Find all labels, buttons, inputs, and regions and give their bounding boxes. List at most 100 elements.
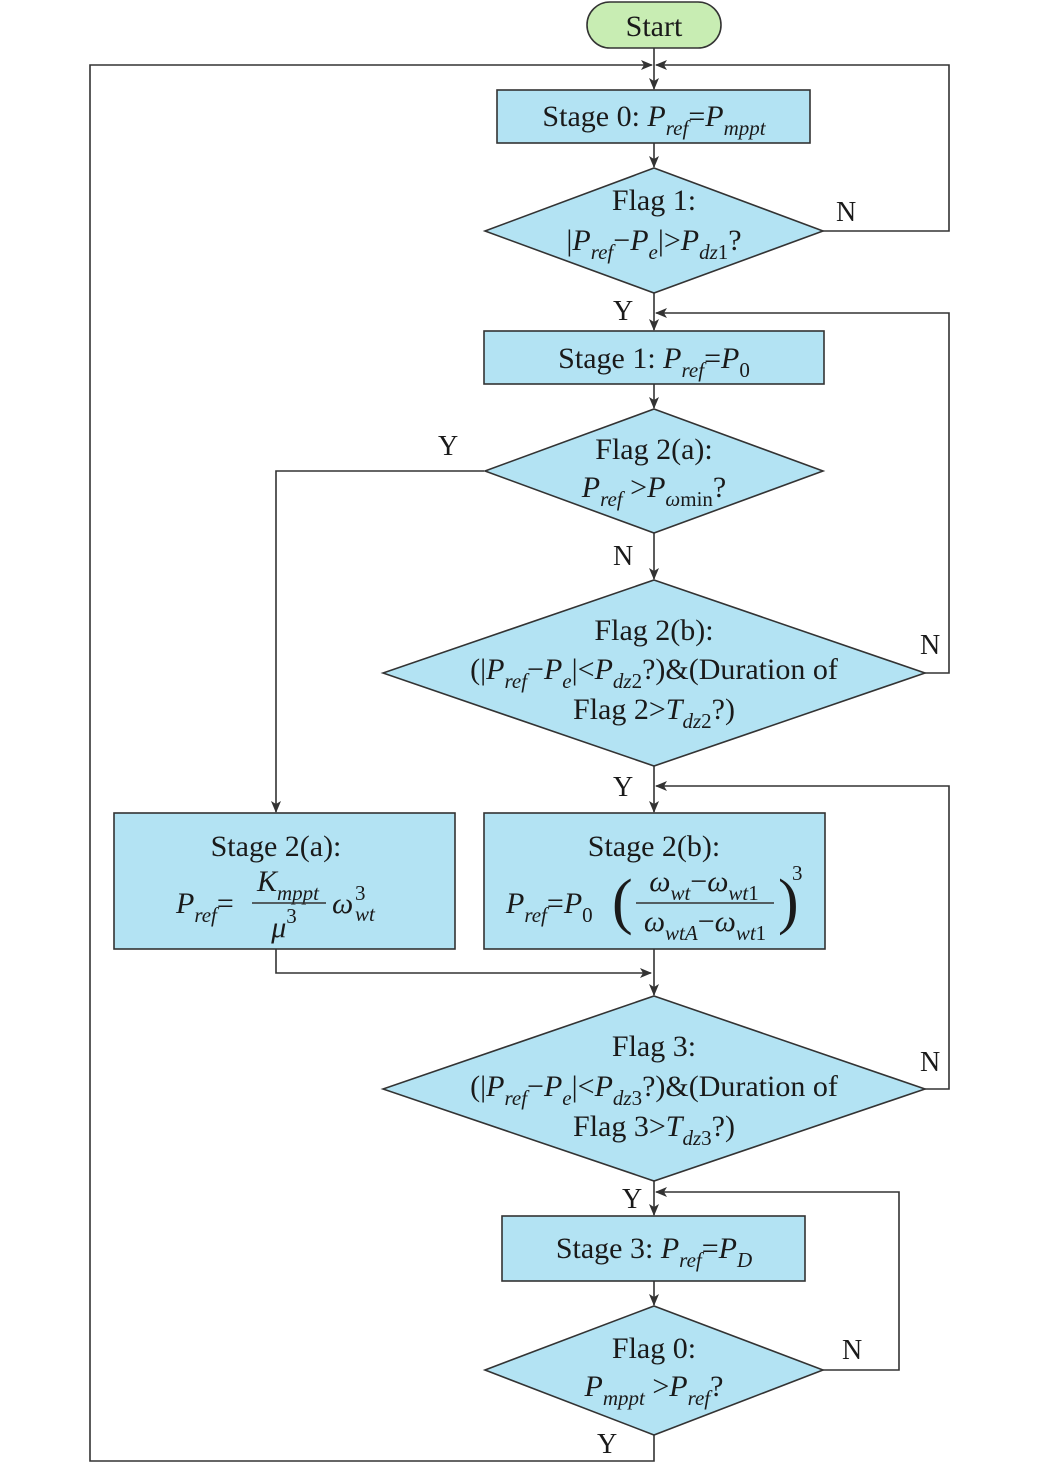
- flag2a-q: ?: [713, 471, 726, 504]
- flag0-condition: Pmppt >Pref?: [584, 1370, 724, 1410]
- stage2b-num-wt-sub: wt: [670, 881, 691, 905]
- stage3-p: P: [660, 1232, 679, 1265]
- flag2b-dz-sub: dz: [613, 669, 632, 693]
- label-flag1-yes: Y: [613, 296, 633, 327]
- flag2b-T: T: [666, 693, 685, 726]
- stage1-zero-sub: 0: [739, 358, 750, 382]
- flag2b-open: (|: [470, 653, 486, 686]
- flag2b-T-two-sub: 2: [701, 709, 712, 733]
- flag2b-duration: Flag 2>Tdz2?): [573, 693, 735, 733]
- flag3-condition: (|Pref−Pe|<Pdz3?)&(Duration of: [470, 1070, 838, 1110]
- flag2b-p2: P: [543, 653, 562, 686]
- arrow-flag2b-no-loop: [655, 308, 950, 674]
- flag2a-condition: Pref >Pωmin?: [581, 471, 726, 511]
- arrow-flag3-no-loop: [655, 781, 950, 1090]
- stage2b-den-wt1-sub: wt: [736, 921, 757, 945]
- flag2b-p: P: [485, 653, 504, 686]
- flag2a-p2: P: [646, 471, 665, 504]
- arrow-flag0-yes-loop: [89, 60, 655, 1462]
- stage1-box: [483, 330, 825, 385]
- label-flag2b-yes: Y: [613, 772, 633, 803]
- stage2b-num-one-sub: 1: [748, 881, 759, 905]
- stage1-lead: Stage 1:: [558, 342, 663, 375]
- stage2b-rparen: ): [778, 868, 799, 936]
- flag2a-gt: >: [623, 471, 647, 504]
- flag3-e-sub: e: [562, 1086, 571, 1110]
- label-flag2b-no: N: [920, 630, 940, 661]
- flag2b-line3: Flag 2>: [573, 693, 666, 726]
- flag2b-two-sub: 2: [632, 669, 643, 693]
- flag2b-condition: (|Pref−Pe|<Pdz2?)&(Duration of: [470, 653, 838, 693]
- stage2a-omega: ω: [332, 887, 353, 920]
- flag1-diamond: [482, 167, 826, 294]
- flag3-p3: P: [594, 1070, 613, 1103]
- flag0-p2: P: [668, 1370, 687, 1403]
- flag2a-diamond: [482, 408, 826, 534]
- stage2a-box: [113, 812, 456, 950]
- stage1-label: Stage 1: Pref=P0: [558, 342, 750, 382]
- arrow-flag0-no-loop: [655, 1187, 900, 1371]
- flag1-p: P: [571, 224, 590, 257]
- stage2b-num-minus: −: [690, 865, 707, 898]
- stage2a-eq: =: [217, 887, 234, 920]
- stage2b-exp: 3: [792, 861, 803, 885]
- stage2a-ref-sub: ref: [194, 903, 220, 927]
- stage2b-lhs: Pref=P0: [505, 887, 593, 927]
- label-flag2a-no: N: [613, 541, 633, 572]
- flag1-ref-sub: ref: [591, 240, 617, 264]
- arrow-stage2a-merge: [275, 949, 652, 978]
- stage2b-den-omega2: ω: [715, 905, 736, 938]
- flag3-ref-sub: ref: [504, 1086, 530, 1110]
- label-flag3-no: N: [920, 1047, 940, 1078]
- flag0-mppt-sub: mppt: [603, 1386, 646, 1410]
- stage1-p: P: [662, 342, 681, 375]
- stage2b-eq: =: [547, 887, 564, 920]
- stage2a-mppt-sub: mppt: [277, 881, 320, 905]
- flag3-T-three-sub: 3: [701, 1126, 712, 1150]
- stage2b-den-wtA-sub: wtA: [665, 921, 698, 945]
- flag1-minus: −: [613, 224, 630, 257]
- stage2b-den-one-sub: 1: [756, 921, 767, 945]
- flag3-three-sub: 3: [632, 1086, 643, 1110]
- stage2a-mu-exp: 3: [286, 904, 297, 928]
- stage2b-num-omega: ω: [649, 865, 670, 898]
- stage2a-numerator: Kmppt: [256, 865, 320, 905]
- flag3-dz-sub: dz: [613, 1086, 632, 1110]
- stage2b-box: [483, 812, 826, 950]
- stage0-box: [496, 89, 811, 144]
- stage2b-den-omega: ω: [644, 905, 665, 938]
- flag2b-close: ?)&(Duration of: [642, 653, 838, 686]
- flag2a-ref-sub: ref: [600, 487, 626, 511]
- start-label: Start: [626, 10, 683, 43]
- flag3-T: T: [666, 1110, 685, 1143]
- stage2b-p: P: [505, 887, 524, 920]
- flag2b-lt: |<: [572, 653, 595, 686]
- arrow-flag2a-stage2a: [271, 470, 484, 813]
- stage2b-num-omega2: ω: [707, 865, 728, 898]
- flag2a-min-sub: min: [680, 487, 713, 511]
- label-flag3-yes: Y: [622, 1184, 642, 1215]
- flag0-p: P: [584, 1370, 603, 1403]
- label-flag0-yes: Y: [597, 1429, 617, 1460]
- stage0-ref-sub: ref: [666, 116, 692, 140]
- stage2a-denominator: μ3: [270, 904, 297, 944]
- start-node: [586, 1, 722, 49]
- flag3-p: P: [485, 1070, 504, 1103]
- flag1-q: ?: [728, 224, 741, 257]
- stage2a-p: P: [175, 887, 194, 920]
- stage0-eq: =: [688, 100, 705, 133]
- flag3-lt: |<: [572, 1070, 595, 1103]
- stage1-eq: =: [704, 342, 721, 375]
- stage0-mppt-sub: mppt: [724, 116, 767, 140]
- stage2b-num-wt1-sub: wt: [728, 881, 749, 905]
- stage2b-denominator: ωwtA−ωwt1: [644, 905, 766, 945]
- flag3-end: ?): [712, 1110, 735, 1143]
- stage3-lead: Stage 3:: [556, 1232, 661, 1265]
- flag1-one-sub: 1: [718, 240, 729, 264]
- stage2b-lparen: (: [612, 868, 633, 936]
- flag1-bar: |: [566, 224, 572, 257]
- stage2b-zero-sub: 0: [582, 903, 593, 927]
- stage2a-omega-sub: wt: [355, 902, 376, 926]
- flag1-p3: P: [680, 224, 699, 257]
